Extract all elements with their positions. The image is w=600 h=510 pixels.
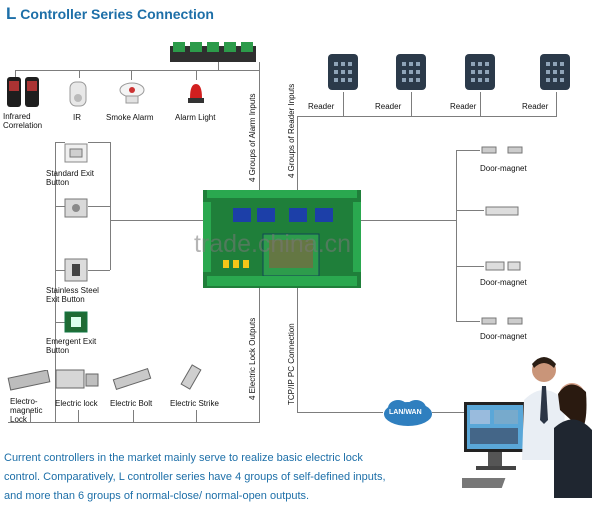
electric-strike-label: Electric Strike: [170, 399, 219, 408]
electric-lock-label: Electric lock: [55, 399, 98, 408]
door-magnet-label: Door-magnet: [480, 278, 527, 287]
door-magnet-icon: [481, 317, 523, 325]
standard-exit-label: Standard Exit Button: [46, 169, 95, 187]
electric-strike-icon: [180, 364, 202, 390]
electromagnetic-lock-icon: [7, 370, 51, 391]
ir-sensor-icon: [69, 81, 87, 107]
electric-lock-icon: [55, 369, 99, 389]
door-magnet-label: Door-magnet: [480, 164, 527, 173]
door-magnet-label: Door-magnet: [480, 332, 527, 341]
infrared-sensor-icon: [7, 77, 39, 107]
page-title: L Controller Series Connection: [6, 4, 214, 24]
lan-wan-label: LAN/WAN: [389, 409, 422, 416]
reader-inputs-label: 4 Groups of Reader Inputs: [287, 83, 296, 178]
pc-connection-label: TCP/IP PC Connection: [287, 323, 296, 405]
door-magnet-icon: [485, 261, 521, 271]
reader-icon: [396, 54, 426, 90]
reader-label: Reader: [308, 102, 335, 111]
smoke-alarm-label: Smoke Alarm: [106, 113, 154, 122]
emergent-exit-button-icon: [64, 311, 88, 333]
reader-icon: [540, 54, 570, 90]
reader-label: Reader: [522, 102, 549, 111]
alarm-inputs-label: 4 Groups of Alarm Inputs: [248, 93, 257, 183]
alarm-light-label: Alarm Light: [175, 113, 216, 122]
terminal-block-icon: [170, 42, 256, 62]
description-text: Current controllers in the market mainly…: [4, 449, 474, 506]
description-line: control. Comparatively, L controller ser…: [4, 471, 386, 483]
reader-icon: [328, 54, 358, 90]
emergent-exit-label: Emergent Exit Button: [46, 337, 97, 355]
controller-board: [203, 190, 361, 288]
standard-exit-button-icon: [64, 143, 88, 163]
watermark-text: trade.china.cn: [194, 230, 352, 258]
title-text: Controller Series Connection: [20, 6, 214, 22]
stainless-exit-label: Stainless Steel Exit Button: [46, 286, 99, 304]
description-line: and more than 6 groups of normal-close/ …: [4, 490, 310, 502]
em-lock-label: Electro- magnetic Lock: [10, 397, 43, 424]
exit-button-icon: [64, 198, 88, 218]
infrared-label: Infrared Correlation: [3, 112, 43, 130]
ir-label: IR: [73, 113, 81, 122]
reader-icon: [465, 54, 495, 90]
lan-wan-cloud-icon: [384, 400, 432, 426]
reader-label: Reader: [450, 102, 477, 111]
stainless-exit-button-icon: [64, 258, 88, 282]
electric-bolt-label: Electric Bolt: [110, 399, 153, 408]
pc-operator-icon: [462, 357, 592, 498]
alarm-light-icon: [188, 84, 204, 103]
door-magnet-icon: [485, 206, 519, 216]
door-magnet-icon: [481, 146, 523, 154]
lock-outputs-label: 4 Electric Lock Outputs: [248, 317, 257, 400]
description-line: Current controllers in the market mainly…: [4, 452, 363, 464]
electric-bolt-icon: [112, 368, 152, 390]
smoke-detector-icon: [119, 82, 145, 104]
title-letter: L: [6, 4, 17, 23]
reader-label: Reader: [375, 102, 402, 111]
